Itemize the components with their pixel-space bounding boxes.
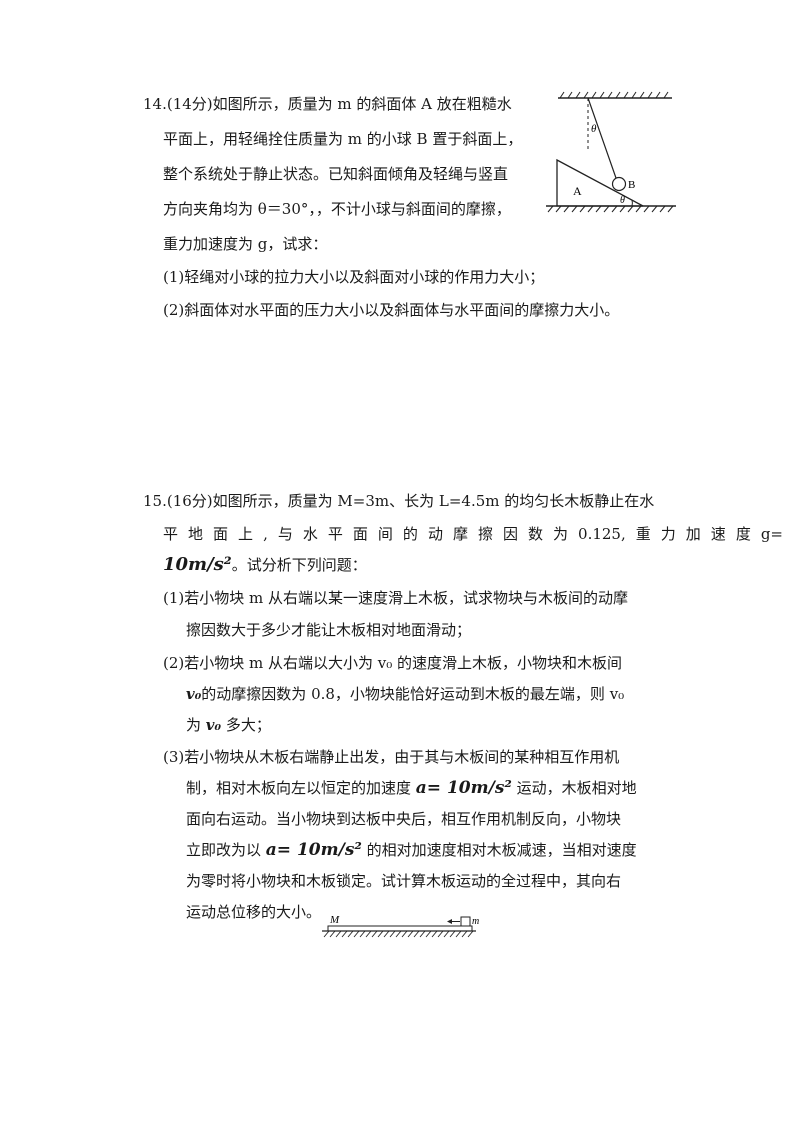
q15-v0-symbol: v₀ (205, 716, 222, 734)
q15-part-2-line-2-rest: 的动摩擦因数为 0.8，小物块能恰好运动到木板的最左端，则 v₀ (201, 685, 625, 703)
q14-incline-figure: θ A B θ (546, 91, 676, 213)
q14-line-5: 重力加速度为 g，试求： (163, 235, 328, 253)
q15-line-2: 平 地 面 上 , 与 水 平 面 间 的 动 摩 擦 因 数 为 0.125,… (163, 523, 783, 545)
q15-line-3-rest: 。试分析下列问题： (231, 556, 367, 574)
q15-line-2-char: 摩 (452, 525, 468, 543)
q15-line-2-char: 0.125, (578, 525, 626, 543)
q14-line-3: 整个系统处于静止状态。已知斜面倾角及轻绳与竖直 (163, 165, 509, 183)
q14-part-1: (1)轻绳对小球的拉力大小以及斜面对小球的作用力大小； (163, 268, 545, 286)
q14-part-2: (2)斜面体对水平面的压力大小以及斜面体与水平面间的摩擦力大小。 (163, 301, 620, 319)
q15-line-2-char: 的 (402, 525, 418, 543)
q15-part-2-line-3-rest: 多大； (221, 716, 271, 734)
q15-line-2-char: 因 (502, 525, 518, 543)
q14-theta-bottom-label: θ (620, 195, 625, 206)
q15-line-2-char: 面 (352, 525, 368, 543)
q15-line-2-char: 加 (685, 525, 701, 543)
q15-line-2-char: 与 (277, 525, 293, 543)
q15-line-2-char: 数 (528, 525, 544, 543)
q15-part-3-line-4: 立即改为以 a= 10m/s² 的相对加速度相对木板减速，当相对速度 (186, 839, 637, 861)
q15-line-2-char: 上 (238, 525, 254, 543)
q14-line-1: 14.(14分)如图所示，质量为 m 的斜面体 A 放在粗糙水 (143, 95, 512, 113)
q15-part-2-line-3: 为 v₀ 多大； (186, 714, 271, 736)
q15-line-2-char: 平 (163, 525, 179, 543)
arrow-left-icon (447, 919, 452, 924)
q15-part-3-line-2-pre: 制，相对木板向左以恒定的加速度 (186, 779, 416, 797)
q15-part-3-line-1: (3)若小物块从木板右端静止出发，由于其与木板间的某种相互作用机 (163, 748, 620, 766)
q15-line-2-char: 力 (660, 525, 676, 543)
q15-line-2-char: g= (760, 525, 783, 543)
q15-part-2-line-1: (2)若小物块 m 从右端以大小为 v₀ 的速度滑上木板，小物块和木板间 (163, 654, 623, 672)
q15-line-2-char: 重 (635, 525, 651, 543)
q15-line-2-char: 速 (710, 525, 726, 543)
q15-line-2-char: 度 (735, 525, 751, 543)
q14-ball-b-label: B (628, 179, 635, 191)
q15-line-2-char: 水 (302, 525, 318, 543)
q14-line-4: 方向夹角均为 θ＝30°，，不计小球与斜面间的摩擦， (163, 200, 511, 218)
q14-line-2: 平面上，用轻绳拴住质量为 m 的小球 B 置于斜面上， (163, 130, 523, 148)
q15-board-figure: M m (322, 914, 479, 938)
q15-acceleration-value: a= 10m/s² (265, 840, 362, 860)
q15-part-3-line-6: 运动总位移的大小。 (186, 903, 322, 921)
q15-line-2-char: 为 (553, 525, 569, 543)
q15-part-3-line-3: 面向右运动。当小物块到达板中央后，相互作用机制反向，小物块 (186, 810, 622, 828)
q15-part-3-line-5: 为零时将小物块和木板锁定。试计算木板运动的全过程中，其向右 (186, 872, 622, 890)
q15-line-2-char: 动 (427, 525, 443, 543)
q15-line-2-char: 面 (213, 525, 229, 543)
q15-part-3-line-2-rest: 运动，木板相对地 (511, 779, 637, 797)
q15-line-3: 10m/s²。试分析下列问题： (163, 554, 367, 576)
q14-block-a-label: A (573, 184, 582, 198)
q15-line-2-char: 地 (188, 525, 204, 543)
q15-line-1: 15.(16分)如图所示，质量为 M=3m、长为 L=4.5m 的均匀长木板静止… (143, 492, 655, 510)
q15-block-label: m (472, 916, 479, 927)
q15-v0-symbol: v₀ (186, 685, 202, 703)
q15-board (327, 925, 473, 932)
q14-theta-top-label: θ (591, 123, 597, 135)
q15-line-2-char: 平 (327, 525, 343, 543)
q15-part-2-line-3-pre: 为 (186, 716, 206, 734)
q15-part-2-line-2: v₀的动摩擦因数为 0.8，小物块能恰好运动到木板的最左端，则 v₀ (186, 683, 624, 705)
q15-gravity-value: 10m/s² (163, 554, 232, 575)
q15-part-1-line-2: 擦因数大于多少才能让木板相对地面滑动； (186, 621, 472, 639)
q15-line-2-char: , (263, 525, 268, 543)
q15-acceleration-value: a= 10m/s² (415, 778, 512, 798)
q15-part-3-line-4-rest: 的相对加速度相对木板减速，当相对速度 (361, 841, 637, 859)
q14-ball-b (611, 176, 627, 192)
q15-line-2-char: 间 (377, 525, 393, 543)
q15-block (460, 916, 471, 927)
q15-part-1-line-1: (1)若小物块 m 从右端以某一速度滑上木板，试求物块与木板间的动摩 (163, 589, 629, 607)
q15-line-2-char: 擦 (477, 525, 493, 543)
q15-part-3-line-2: 制，相对木板向左以恒定的加速度 a= 10m/s² 运动，木板相对地 (186, 777, 637, 799)
q15-part-3-line-4-pre: 立即改为以 (186, 841, 266, 859)
q15-board-label: M (329, 914, 340, 926)
